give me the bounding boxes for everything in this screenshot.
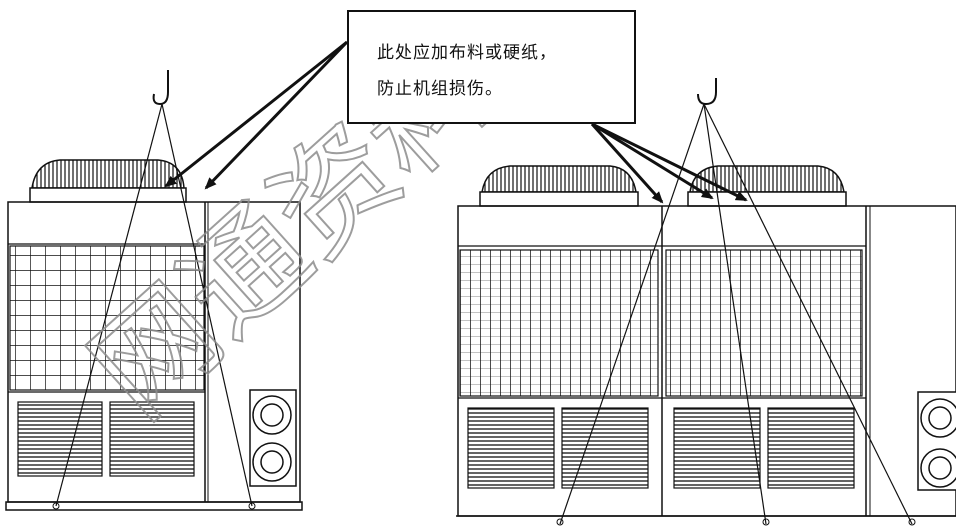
callout-line-2: 防止机组损伤。: [377, 79, 503, 99]
right-louver-d: [767, 407, 855, 489]
right-coil-grid-b: [665, 249, 863, 397]
right-coil-grid-a: [459, 249, 659, 397]
left-louver-a: [17, 401, 103, 477]
right-fan-hood-a: [479, 165, 639, 207]
left-louver-b: [109, 401, 195, 477]
left-unit: [5, 70, 303, 511]
left-coil-grid: [9, 245, 205, 391]
left-base: [5, 501, 303, 511]
callout-line-1: 此处应加布料或硬纸，: [377, 43, 557, 63]
right-louver-c: [673, 407, 761, 489]
right-pipe-flanges: [917, 391, 956, 491]
callout-arrows: [164, 40, 748, 204]
left-hook-icon: [152, 70, 169, 106]
callout-box: 此处应加布料或硬纸， 防止机组损伤。: [347, 10, 636, 124]
right-hook-icon: [697, 78, 717, 106]
right-fan-hood-b: [687, 165, 847, 207]
right-louver-a: [467, 407, 555, 489]
left-fan-hood: [29, 159, 187, 203]
right-louver-b: [561, 407, 649, 489]
left-pipe-flanges: [249, 389, 297, 487]
right-unit: [456, 78, 956, 526]
